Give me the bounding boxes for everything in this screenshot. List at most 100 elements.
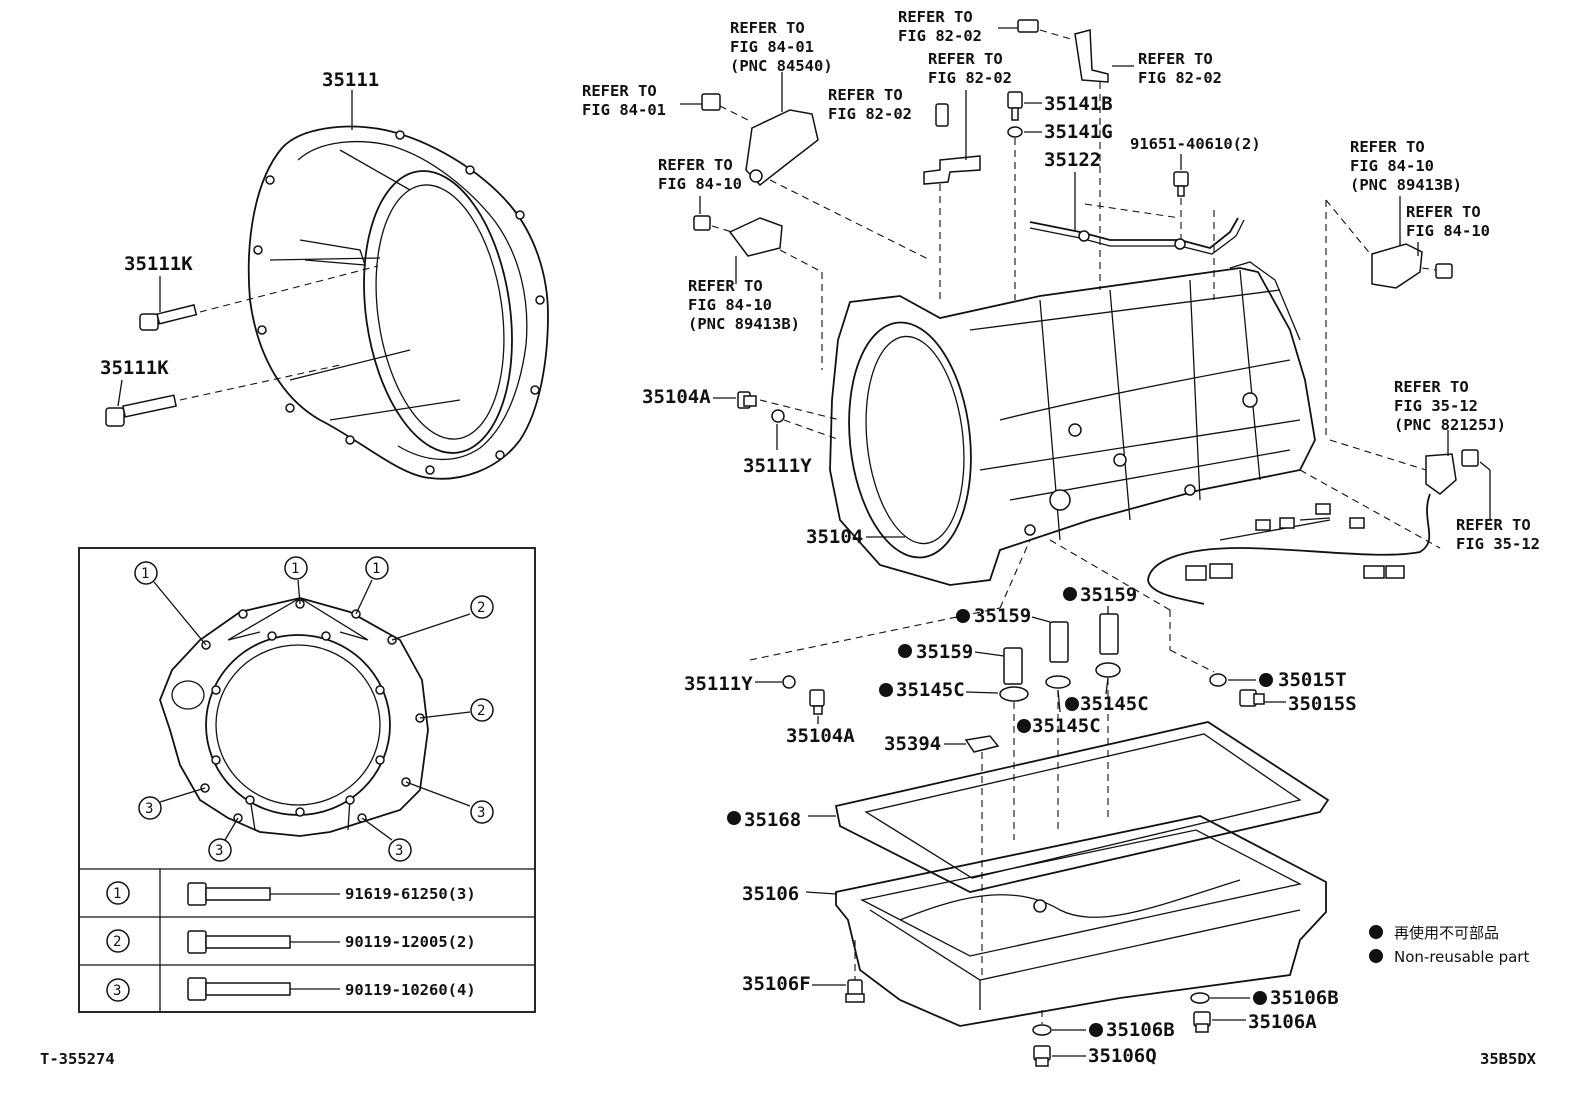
label-35111Y-upper: 35111Y [743, 455, 812, 477]
refer-89413B-right-line1: REFER TO [1350, 138, 1425, 156]
refer-84540: REFER TO FIG 84-01 (PNC 84540) [730, 19, 833, 75]
callout-3-a: 3 [145, 801, 153, 817]
refer-82-02-b-line1: REFER TO [928, 50, 1003, 68]
refer-84-01-line1: REFER TO [582, 82, 657, 100]
bracket-82-02-top [1017, 19, 1109, 83]
transmission-case-drawing [829, 261, 1316, 586]
callout-1-a: 1 [141, 566, 149, 582]
plug-35106A [1193, 1011, 1211, 1033]
label-35104A-lower: 35104A [786, 725, 855, 747]
callout-1-b: 1 [291, 561, 299, 577]
bolt-35111K-upper [139, 265, 379, 331]
refer-84-10-b-line1: REFER TO [1406, 203, 1481, 221]
refer-82125J: REFER TO FIG 35-12 (PNC 82125J) [1394, 378, 1506, 434]
filter-tubes-35159 [1003, 613, 1119, 685]
footer-left-code: T-355274 [40, 1050, 115, 1068]
label-35015S: 35015S [1288, 693, 1357, 715]
sensor-89413B-right [1371, 243, 1453, 289]
gasket-35106B-right [1190, 992, 1210, 1004]
bolt-35111K-lower [105, 364, 341, 427]
refer-84-10-b: REFER TO FIG 84-10 [1406, 203, 1490, 240]
legend-english: Non-reusable part [1394, 948, 1529, 966]
label-35159-a: 35159 [974, 605, 1031, 627]
oring-35111Y-lower [782, 675, 796, 689]
refer-82-02-a-line2: FIG 82-02 [898, 27, 982, 45]
refer-82-02-c: REFER TO FIG 82-02 [828, 86, 912, 123]
refer-82-02-d: REFER TO FIG 82-02 [1138, 50, 1222, 87]
non-reusable-markers [727, 587, 1383, 1037]
refer-84-10-b-line2: FIG 84-10 [1406, 222, 1490, 240]
label-35145C-b: 35145C [1080, 693, 1149, 715]
label-35106B-left: 35106B [1106, 1019, 1175, 1041]
refer-82125J-line2: FIG 35-12 [1394, 397, 1478, 415]
table-row-2-num: 2 [113, 934, 121, 950]
plug-35106Q [1033, 1045, 1051, 1067]
sensor-82125J-harness [1147, 449, 1479, 605]
refer-84540-line1: REFER TO [730, 19, 805, 37]
label-35104A-upper: 35104A [642, 386, 711, 408]
refer-84540-line2: FIG 84-01 [730, 38, 814, 56]
refer-82125J-line1: REFER TO [1394, 378, 1469, 396]
label-35141B: 35141B [1044, 93, 1113, 115]
gasket-35168 [834, 721, 1330, 893]
label-35122: 35122 [1044, 149, 1101, 171]
refer-84-01-line2: FIG 84-01 [582, 101, 666, 119]
refer-89413B-left-line1: REFER TO [688, 277, 763, 295]
refer-35-12-line2: FIG 35-12 [1456, 535, 1540, 553]
refer-35-12: REFER TO FIG 35-12 [1456, 516, 1540, 553]
refer-84540-line3: (PNC 84540) [730, 57, 833, 75]
label-35145C-a: 35145C [896, 679, 965, 701]
inset-table: 1 91619-61250(3) 2 90119-12005(2) 3 9011… [113, 885, 476, 999]
refer-82125J-line3: (PNC 82125J) [1394, 416, 1506, 434]
callout-1-c: 1 [372, 561, 380, 577]
refer-82-02-a-line1: REFER TO [898, 8, 973, 26]
refer-82-02-b-line2: FIG 82-02 [928, 69, 1012, 87]
plug-35015S [1239, 689, 1265, 707]
refer-89413B-left: REFER TO FIG 84-10 (PNC 89413B) [688, 277, 800, 333]
label-35111: 35111 [322, 69, 379, 91]
refer-84-10-a-line1: REFER TO [658, 156, 733, 174]
refer-84-10-a: REFER TO FIG 84-10 [658, 156, 742, 193]
magnet-35394 [964, 735, 1000, 753]
legend-japanese: 再使用不可部品 [1394, 924, 1499, 942]
gasket-35106B-left [1032, 1024, 1052, 1036]
inset-callout-labels: 1 1 1 2 2 3 3 3 3 [141, 561, 485, 859]
bolt-91651-40610 [1173, 171, 1189, 197]
washers-35145C [999, 662, 1121, 702]
label-91651-40610: 91651-40610(2) [1130, 135, 1261, 153]
bolt-35106F [845, 979, 865, 1003]
sensor-84540 [701, 93, 819, 187]
label-35394: 35394 [884, 733, 941, 755]
refer-82-02-b: REFER TO FIG 82-02 [928, 50, 1012, 87]
refer-89413B-right-line2: FIG 84-10 [1350, 157, 1434, 175]
bolt-35141B [1007, 91, 1023, 121]
refer-82-02-c-line1: REFER TO [828, 86, 903, 104]
refer-84-10-a-line2: FIG 84-10 [658, 175, 742, 193]
callout-2-b: 2 [477, 703, 485, 719]
oil-pan-35106 [835, 815, 1327, 1027]
footer-right-code: 35B5DX [1480, 1050, 1537, 1068]
table-row-3-num: 3 [113, 983, 121, 999]
plug-35104A-upper [737, 391, 757, 409]
plug-35104A-lower [809, 689, 825, 715]
refer-89413B-right-line3: (PNC 89413B) [1350, 176, 1462, 194]
sensor-89413B-left [693, 215, 783, 257]
table-row-3-part: 90119-10260(4) [345, 981, 476, 999]
refer-89413B-right: REFER TO FIG 84-10 (PNC 89413B) [1350, 138, 1462, 194]
label-35104: 35104 [806, 526, 863, 548]
label-35015T: 35015T [1278, 669, 1347, 691]
refer-89413B-left-line2: FIG 84-10 [688, 296, 772, 314]
oring-35111Y-upper [771, 409, 785, 423]
bracket-82-02-center [923, 90, 981, 185]
label-35106A: 35106A [1248, 1011, 1317, 1033]
bell-housing-drawing [247, 90, 549, 480]
callout-2-a: 2 [477, 600, 485, 616]
label-35141G: 35141G [1044, 121, 1113, 143]
label-35106B-right: 35106B [1270, 987, 1339, 1009]
label-35106F: 35106F [742, 973, 811, 995]
refer-89413B-left-line3: (PNC 89413B) [688, 315, 800, 333]
label-35159-c: 35159 [916, 641, 973, 663]
washer-35141G [1007, 126, 1023, 138]
refer-82-02-a: REFER TO FIG 82-02 [898, 8, 982, 45]
